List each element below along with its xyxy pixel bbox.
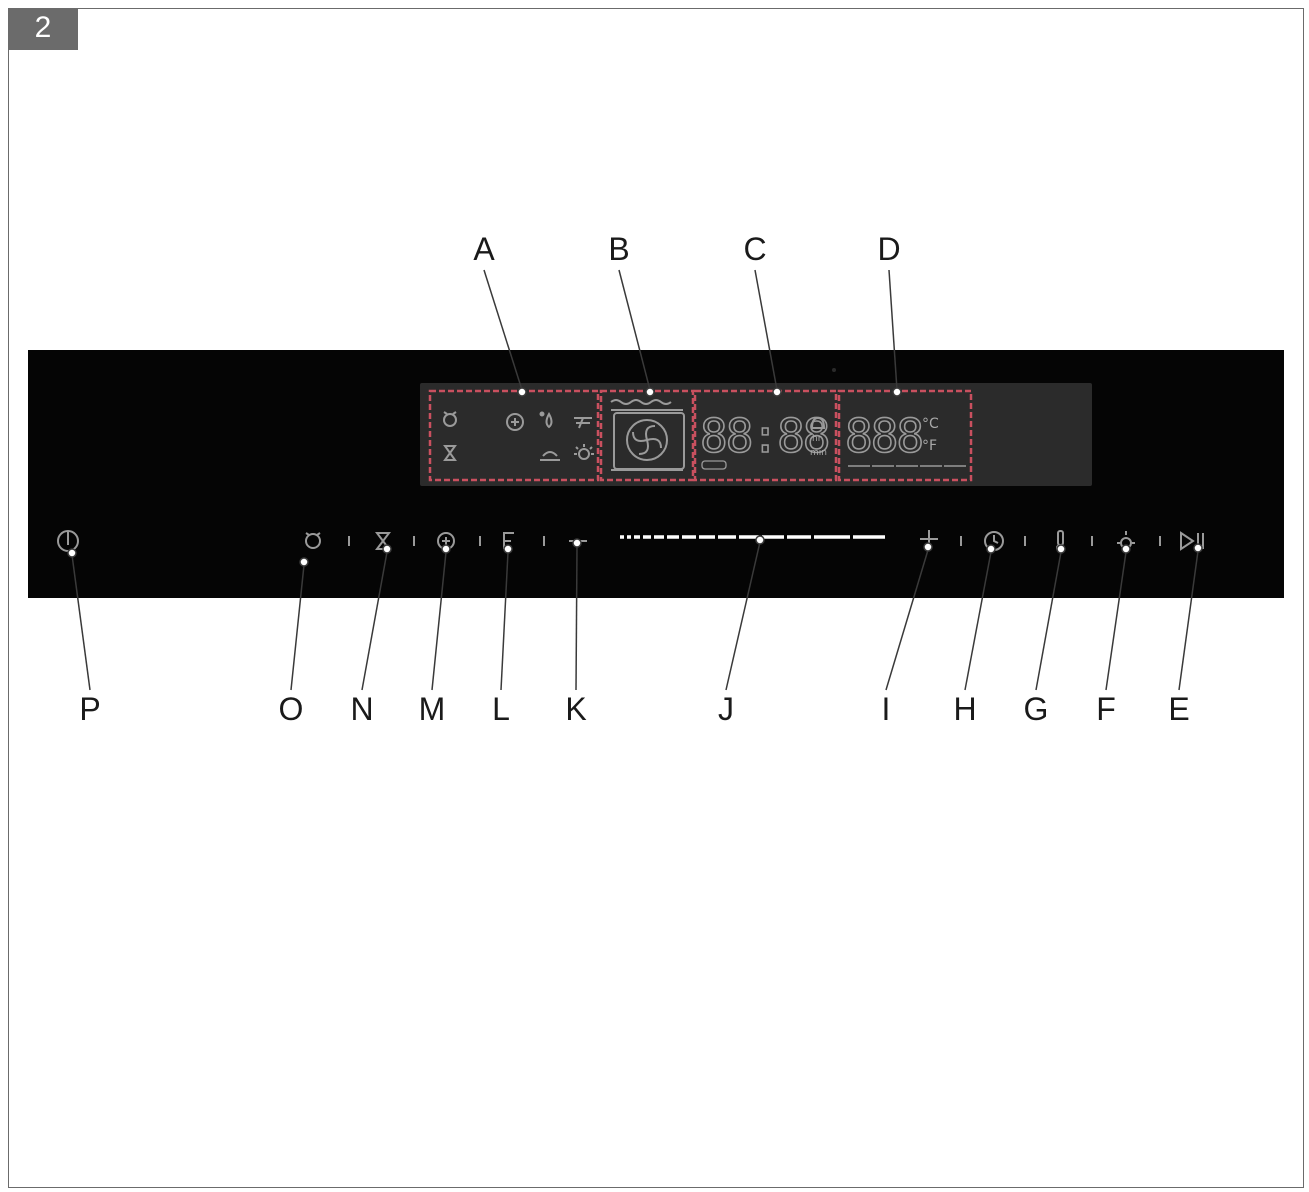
time-display-area: 88:88 hr min	[699, 408, 831, 470]
highlight-box-d	[837, 389, 973, 482]
alarm-button[interactable]	[305, 532, 321, 549]
oven-fan-area	[610, 399, 685, 471]
temperature-digits: 888	[845, 409, 922, 463]
callout-f: F	[1096, 691, 1116, 727]
callout-a: A	[473, 231, 495, 267]
temperature-display-area: 888 °C °F	[844, 408, 966, 467]
hourglass-icon	[443, 445, 457, 461]
callout-letters-bottom: P O N M L K J I H G F E	[79, 691, 1189, 727]
callout-i: I	[882, 691, 891, 727]
callout-m: M	[419, 691, 446, 727]
f-icon	[503, 532, 514, 549]
touch-controls	[57, 530, 1204, 552]
callout-k: K	[565, 691, 586, 727]
timer-unit-min: min	[810, 448, 827, 458]
callout-d: D	[877, 231, 900, 267]
fan-defrost-icon	[506, 413, 524, 431]
callout-h: H	[953, 691, 976, 727]
alarm-clock-icon	[443, 411, 457, 427]
callout-letters-top: A B C D	[473, 231, 900, 267]
eco-badge-icon	[701, 460, 727, 470]
callout-b: B	[608, 231, 629, 267]
timer-digits: 88:88	[700, 409, 828, 463]
figure-frame	[8, 8, 1304, 1188]
callout-n: N	[350, 691, 373, 727]
callout-c: C	[743, 231, 766, 267]
tray-icon	[540, 451, 560, 461]
fan-icon	[626, 419, 668, 461]
callout-l: L	[492, 691, 510, 727]
sensor-dot	[832, 368, 836, 372]
callout-lines	[67, 269, 1203, 691]
steam-drop-icon	[539, 411, 553, 429]
callout-p: P	[79, 691, 100, 727]
callout-o: O	[279, 691, 304, 727]
alarm-icon	[305, 533, 321, 549]
callout-g: G	[1024, 691, 1049, 727]
display-window	[420, 383, 1092, 486]
timer-button[interactable]	[375, 532, 391, 550]
callout-e: E	[1168, 691, 1189, 727]
mode-icons-area	[443, 411, 594, 461]
unit-fahrenheit: °F	[922, 438, 937, 454]
figure-number: 2	[8, 8, 78, 50]
grill-icon	[574, 417, 592, 429]
highlight-box-a	[428, 389, 600, 482]
callout-j: J	[718, 691, 734, 727]
steam-wave-icon	[610, 399, 672, 405]
timer-unit-hr: hr	[812, 434, 822, 444]
hourglass-icon	[375, 532, 391, 550]
highlight-box-c	[693, 389, 838, 482]
lamp-icon	[574, 444, 594, 460]
f-button[interactable]	[503, 532, 514, 549]
unit-celsius: °C	[922, 416, 939, 432]
bell-icon	[810, 416, 826, 429]
